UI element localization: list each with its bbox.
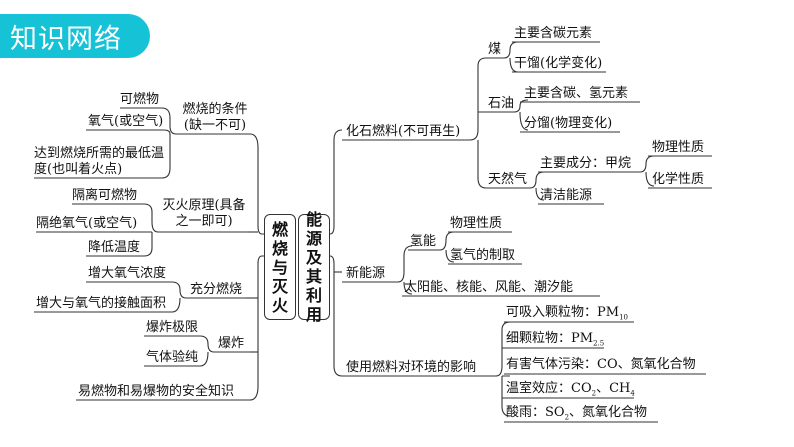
node-greenhouse: 温室效应：CO2、CH4: [506, 381, 635, 397]
connector-right-main-lower: [326, 255, 343, 377]
node-pm25: 细颗粒物：PM2.5: [506, 331, 604, 347]
node-full-combustion: 充分燃烧: [190, 282, 243, 297]
connector-fossil-branch: [469, 57, 487, 189]
node-fossil-fuel: 化石燃料(不可再生): [346, 124, 461, 139]
connector-gas-branch: [529, 171, 545, 201]
connector-explosion-branch: [199, 335, 215, 367]
node-gas-physical: 物理性质: [652, 140, 705, 155]
node-other-energy: 太阳能、核能、风能、潮汐能: [404, 280, 574, 295]
node-gas-purity: 气体验纯: [146, 350, 199, 365]
node-oil-fractionation: 分馏(物理变化): [524, 116, 613, 131]
node-oil-composition: 主要含碳、氢元素: [524, 86, 629, 101]
greenhouse-mid: 、CH: [596, 381, 631, 396]
node-new-energy: 新能源: [346, 266, 386, 281]
greenhouse-prefix: 温室效应：CO: [506, 381, 592, 396]
connector-left-main: [249, 133, 266, 235]
node-ignition-point: 达到燃烧所需的最低温度(也叫着火点): [34, 146, 165, 177]
connector-gas-main-branch: [639, 155, 655, 187]
node-explosion: 爆炸: [218, 336, 245, 351]
connector-oil-branch: [513, 99, 529, 131]
node-clean-energy: 清洁能源: [540, 188, 593, 203]
node-cool-down: 降低温度: [88, 240, 141, 255]
pm25-sub: 2.5: [593, 339, 605, 348]
pm10-text: 可吸入颗粒物：PM: [506, 305, 620, 320]
node-increase-contact: 增大与氧气的接触面积: [36, 296, 167, 311]
connector-right-main: [326, 129, 343, 235]
connector-new-energy-branch: [397, 245, 413, 295]
connector-hydrogen-branch: [439, 231, 455, 263]
connector-condition-branch: [161, 107, 177, 179]
pm10-sub: 10: [619, 313, 628, 322]
node-increase-concentration: 增大氧气浓度: [88, 266, 167, 281]
node-natural-gas: 天然气: [488, 172, 528, 187]
node-acid-rain: 酸雨：SO2、氮氧化合物: [506, 405, 647, 421]
center-node-energy: 能源及其利用: [298, 210, 330, 324]
node-gas-main-component: 主要成分：甲烷: [540, 156, 632, 171]
node-explosion-limit: 爆炸极限: [146, 320, 199, 335]
node-coal-carbon: 主要含碳元素: [514, 26, 593, 41]
section-title: 知识网络: [10, 23, 122, 55]
node-safety-knowledge: 易燃物和易爆物的安全知识: [78, 384, 235, 399]
node-oxygen: 氧气(或空气): [88, 114, 164, 129]
connector-fullburn-branch: [171, 281, 187, 313]
pm25-text: 细颗粒物：PM: [506, 331, 594, 346]
node-cutoff-oxygen: 隔绝氧气(或空气): [36, 216, 138, 231]
greenhouse-sub1: 2: [591, 389, 597, 398]
node-hydrogen-physical: 物理性质: [450, 216, 503, 231]
node-hydrogen: 氢能: [410, 234, 437, 249]
node-oil: 石油: [488, 96, 515, 111]
greenhouse-sub2: 4: [630, 389, 635, 398]
node-environment-impact: 使用燃料对环境的影响: [346, 360, 477, 375]
node-coal-dry-distill: 干馏(化学变化): [514, 56, 603, 71]
node-isolate: 隔离可燃物: [72, 188, 138, 203]
connector-left-main-lower: [249, 255, 266, 401]
center-node-combustion: 燃烧与灭火: [264, 214, 296, 320]
connector-extinguish-branch: [143, 203, 159, 257]
acid-suffix: 、氮氧化合物: [569, 405, 648, 420]
node-pm10: 可吸入颗粒物：PM10: [506, 305, 628, 321]
node-flammable: 可燃物: [120, 92, 160, 107]
node-toxic-gas: 有害气体污染：CO、氮氧化合物: [506, 357, 696, 372]
node-gas-chemical: 化学性质: [652, 172, 705, 187]
acid-prefix: 酸雨：SO: [506, 405, 565, 420]
section-title-badge: 知识网络: [0, 14, 150, 58]
node-combustion-condition: 燃烧的条件(缺一不可): [182, 102, 248, 133]
node-extinguish-principle: 灭火原理(具备之一即可): [162, 198, 246, 229]
node-coal: 煤: [488, 42, 502, 57]
node-hydrogen-production: 氢气的制取: [450, 248, 516, 263]
acid-sub1: 2: [564, 413, 570, 422]
